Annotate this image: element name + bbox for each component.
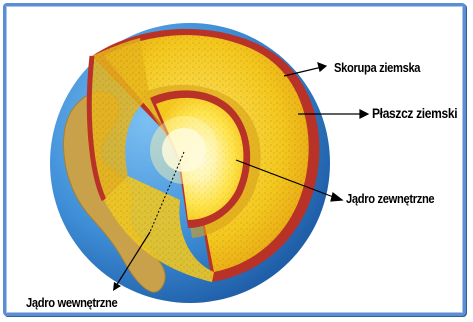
label-mantle: Płaszcz ziemski xyxy=(372,105,457,121)
label-outer-core: Jądro zewnętrzne xyxy=(346,191,434,206)
label-crust: Skorupa ziemska xyxy=(334,60,420,75)
label-inner-core: Jądro wewnętrzne xyxy=(26,295,117,310)
